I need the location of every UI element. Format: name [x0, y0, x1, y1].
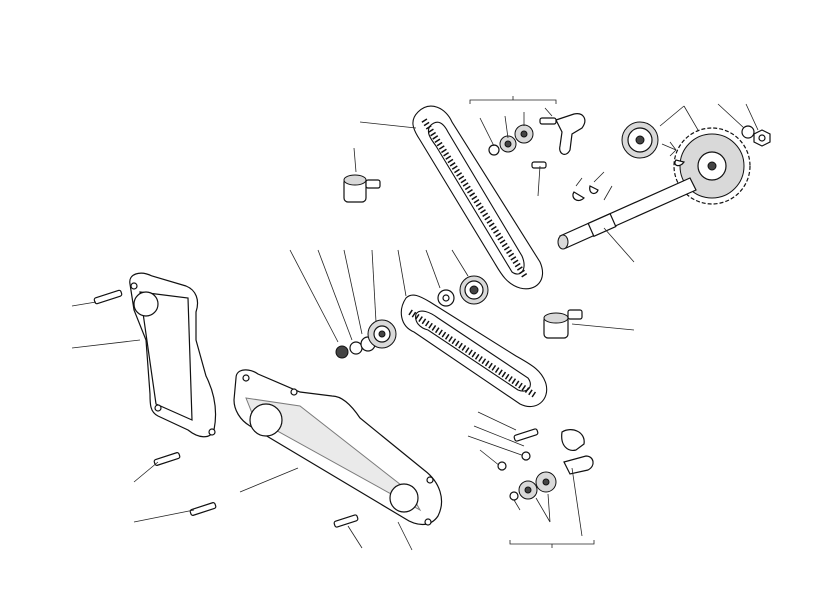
idler-pulley-lower — [335, 319, 397, 359]
key — [572, 159, 685, 202]
screw — [93, 289, 539, 528]
camshaft — [557, 177, 697, 263]
tensioner-bracket-lower — [467, 411, 595, 548]
washer — [497, 451, 531, 471]
cover-front — [233, 369, 443, 526]
leader-lines — [71, 121, 635, 551]
timing-belt-lower — [400, 294, 548, 408]
drive-gear-small — [621, 121, 677, 159]
spacer-upper — [343, 174, 381, 203]
idler-pulley-upper — [437, 275, 489, 307]
cover-rear — [129, 272, 217, 438]
tensioner-bracket-upper — [469, 96, 586, 197]
timing-belt-upper — [412, 105, 544, 290]
nut — [659, 103, 771, 147]
spacer-right — [543, 309, 583, 339]
